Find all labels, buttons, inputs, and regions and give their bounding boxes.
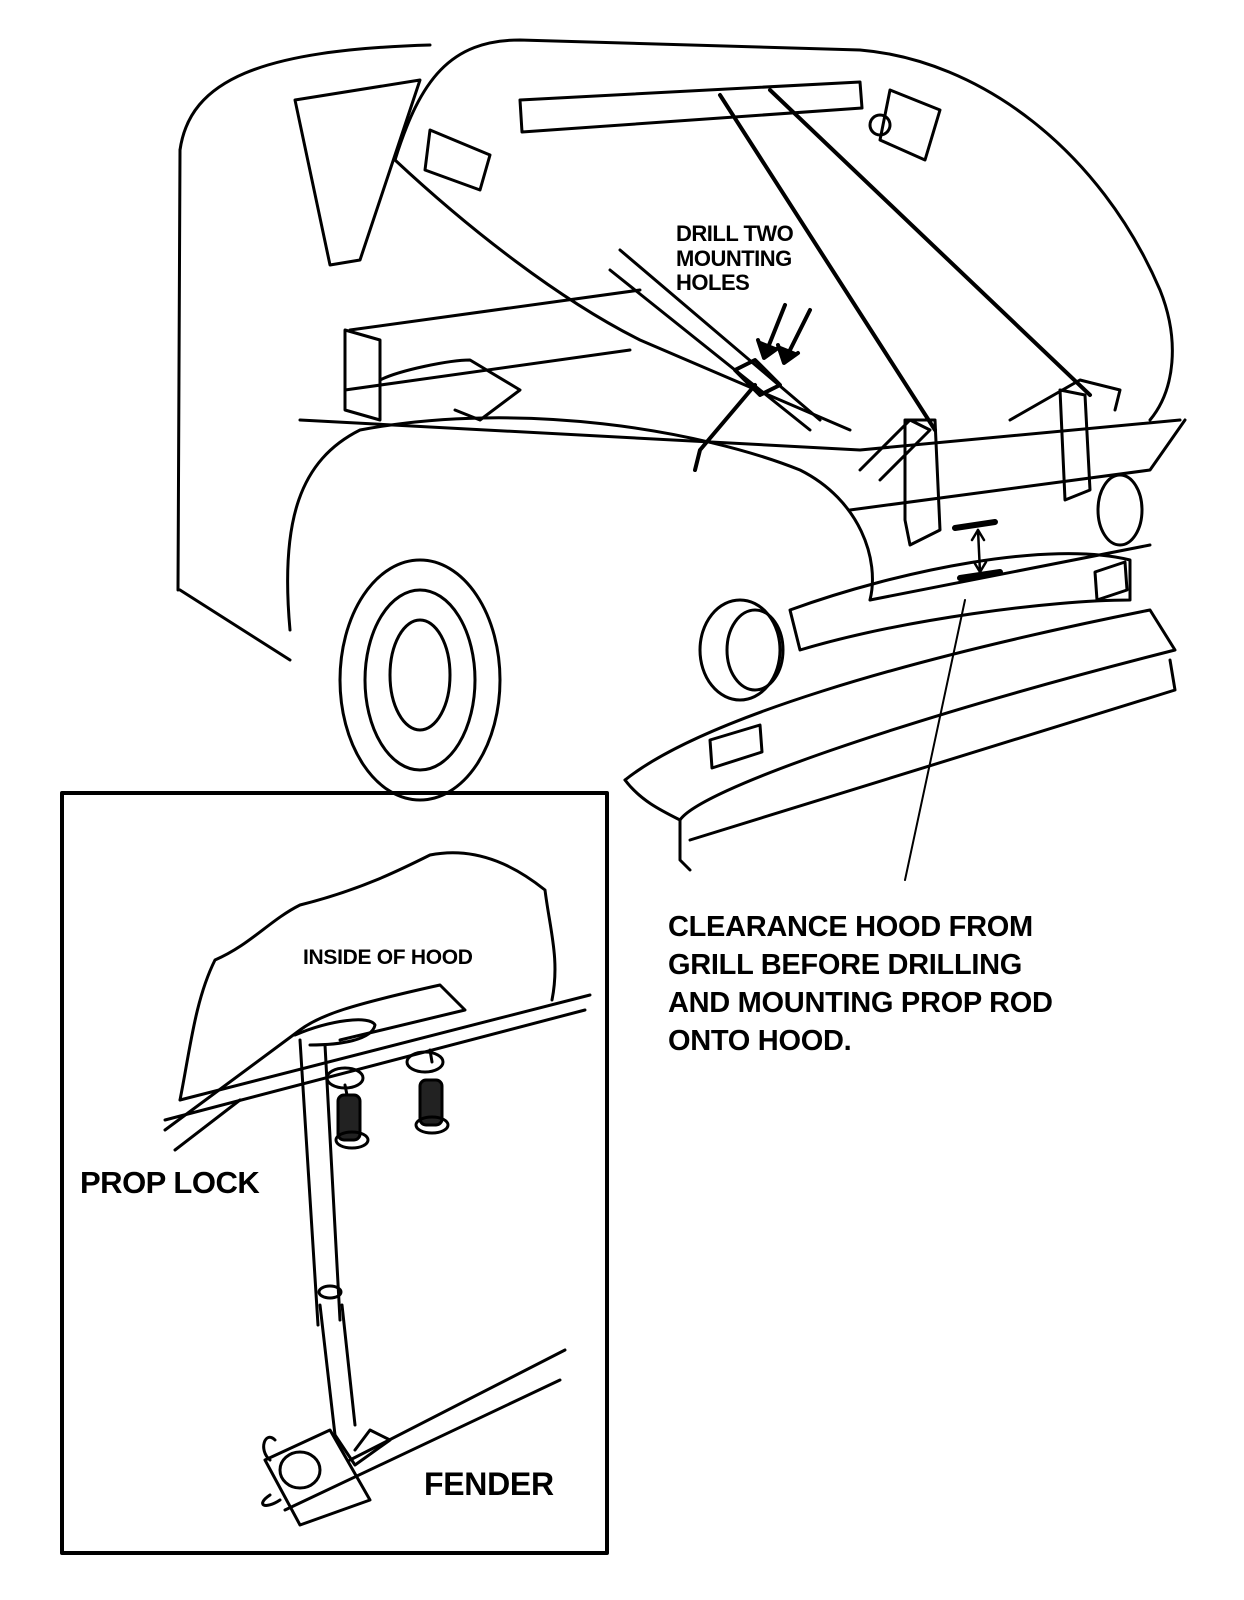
hood-brackets xyxy=(858,378,1122,547)
clearance-note-line-1: CLEARANCE HOOD FROM xyxy=(668,911,1033,943)
clearance-note-line-4: ONTO HOOD. xyxy=(668,1025,852,1057)
hood-latch xyxy=(878,88,942,162)
grille-front xyxy=(623,418,1187,872)
drill-holes-label: DRILL TWO MOUNTING HOLES xyxy=(676,221,794,296)
clearance-note-line-3: AND MOUNTING PROP ROD xyxy=(668,987,1053,1019)
drill-label-line-1: DRILL TWO xyxy=(676,221,794,246)
cowl xyxy=(343,288,642,422)
open-hood xyxy=(393,38,1174,432)
front-wheel xyxy=(338,558,502,802)
prop-rods xyxy=(693,88,1092,472)
prop-lock-label: PROP LOCK xyxy=(80,1165,260,1200)
drill-arrows xyxy=(756,303,812,365)
clearance-marker xyxy=(904,519,1003,881)
front-fender xyxy=(178,416,1182,662)
truck-cab xyxy=(176,43,432,592)
clearance-note-line-2: GRILL BEFORE DRILLING xyxy=(668,949,1023,981)
fender-label: FENDER xyxy=(424,1466,554,1502)
drill-label-line-2: MOUNTING xyxy=(676,245,792,271)
inset-frame xyxy=(60,791,609,1555)
hood-crossbrace xyxy=(518,80,864,134)
inside-of-hood-label: INSIDE OF HOOD xyxy=(303,946,473,969)
hood-hinge-left xyxy=(423,128,492,192)
clearance-note: CLEARANCE HOOD FROM GRILL BEFORE DRILLIN… xyxy=(668,908,1053,1060)
inset-detail xyxy=(163,851,592,1527)
drill-label-line-3: HOLES xyxy=(676,270,750,296)
